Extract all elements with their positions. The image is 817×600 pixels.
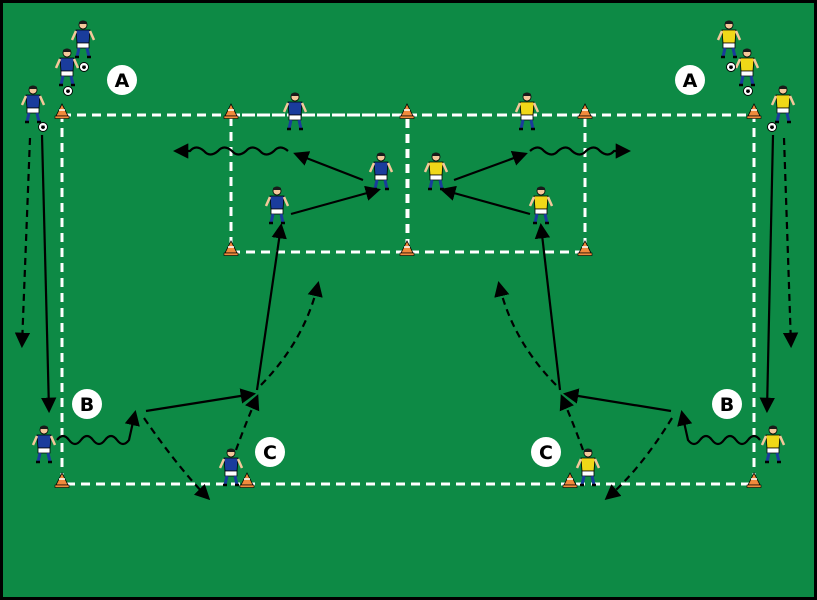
ball-icon (767, 122, 777, 132)
ball-icon (79, 62, 89, 72)
dribble-arrow (529, 143, 632, 159)
pass-arrow (255, 222, 287, 391)
dribble-arrow (172, 143, 289, 159)
pass-arrow (453, 151, 528, 182)
run-arrow (782, 137, 799, 349)
ball-icon (743, 86, 753, 96)
run-arrow (604, 417, 673, 500)
pass-arrow (293, 151, 364, 182)
dribble-arrow (56, 409, 140, 446)
ball-icon (38, 122, 48, 132)
arrows (14, 134, 799, 501)
label-c-right: C (539, 442, 553, 464)
run-arrow (494, 280, 557, 386)
run-arrow (559, 394, 585, 451)
label-b-right: B (720, 394, 734, 416)
pass-arrow (290, 185, 381, 216)
label-b-left: B (80, 394, 94, 416)
ball-icon (63, 86, 73, 96)
pass-arrow (145, 388, 257, 413)
pass-arrow (562, 388, 672, 413)
pass-arrow (759, 134, 775, 414)
run-arrow (143, 417, 211, 501)
pass-arrow (534, 222, 562, 391)
pass-arrow (40, 134, 57, 414)
label-c-left: C (263, 442, 277, 464)
right-inner-box (406, 113, 587, 254)
position-labels: A A B B C C (72, 65, 742, 467)
ball-icon (726, 62, 736, 72)
dribble-arrow (677, 409, 761, 446)
pass-arrow (440, 185, 531, 216)
label-a-left: A (115, 70, 130, 92)
run-arrow (14, 137, 32, 349)
label-a-right: A (683, 70, 698, 92)
pitch-surface (3, 3, 814, 597)
run-arrow (260, 280, 323, 386)
run-arrow (234, 394, 260, 451)
